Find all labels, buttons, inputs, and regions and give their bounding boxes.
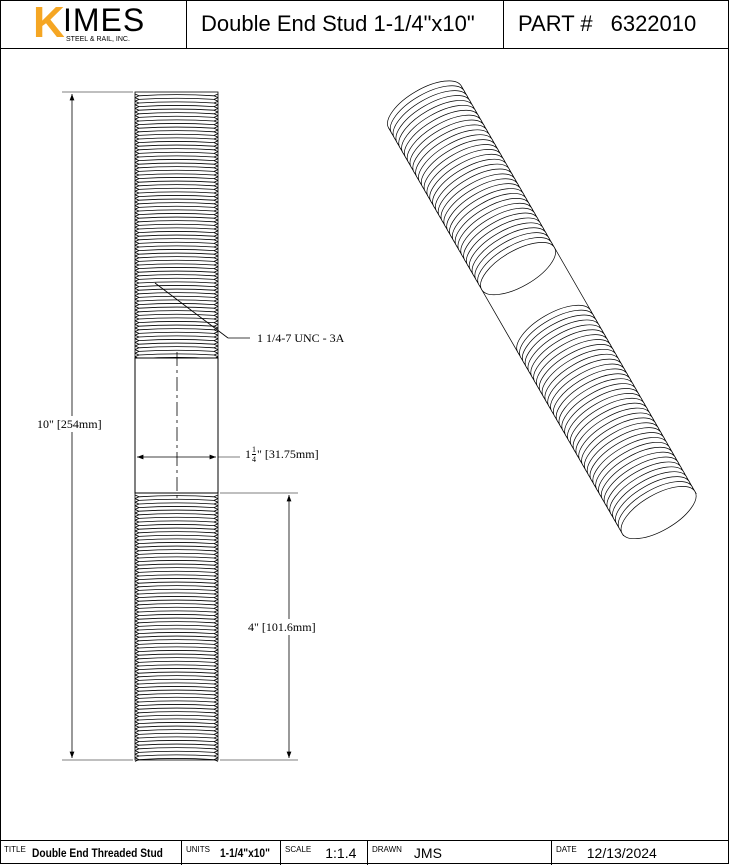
threaded-section (134, 492, 219, 761)
title-field: TITLE Double End Threaded Stud (0, 841, 182, 865)
date-value: 12/13/2024 (586, 845, 657, 861)
thread-length-label: 4" [101.6mm] (248, 620, 316, 634)
drawing-title: Double End Stud 1-1/4"x10" (187, 0, 504, 48)
stud-side-view (134, 91, 219, 762)
drawn-value: JMS (413, 845, 442, 861)
stud-isometric-view (387, 80, 697, 540)
units-value: 1-1/4"x10" (220, 846, 270, 860)
scale-field: SCALE 1:1.4 (281, 841, 368, 865)
stud-unthreaded-shank (134, 357, 219, 494)
part-number: PART # 6322010 (504, 0, 729, 48)
overall-length-label: 10" [254mm] (37, 417, 102, 431)
thread-callout-leader (154, 282, 229, 339)
title-block: TITLE Double End Threaded Stud UNITS 1-1… (0, 840, 729, 865)
date-field: DATE 12/13/2024 (556, 845, 657, 861)
title-value: Double End Threaded Stud (31, 846, 163, 860)
logo-subtitle: STEEL & RAIL, INC. (66, 36, 130, 43)
company-logo: K IMES STEEL & RAIL, INC. (0, 0, 187, 48)
scale-value: 1:1.4 (325, 845, 357, 861)
diameter-label: 1 1 4 " [31.75mm] (245, 445, 319, 464)
thread-callout: 1 1/4-7 UNC - 3A (257, 331, 345, 345)
part-number-value: 6322010 (610, 11, 697, 36)
units-field: UNITS 1-1/4"x10" (182, 841, 281, 865)
part-label: PART # (518, 11, 593, 36)
drawn-field: DRAWN JMS (368, 841, 552, 865)
header: K IMES STEEL & RAIL, INC. Double End Stu… (0, 0, 729, 49)
